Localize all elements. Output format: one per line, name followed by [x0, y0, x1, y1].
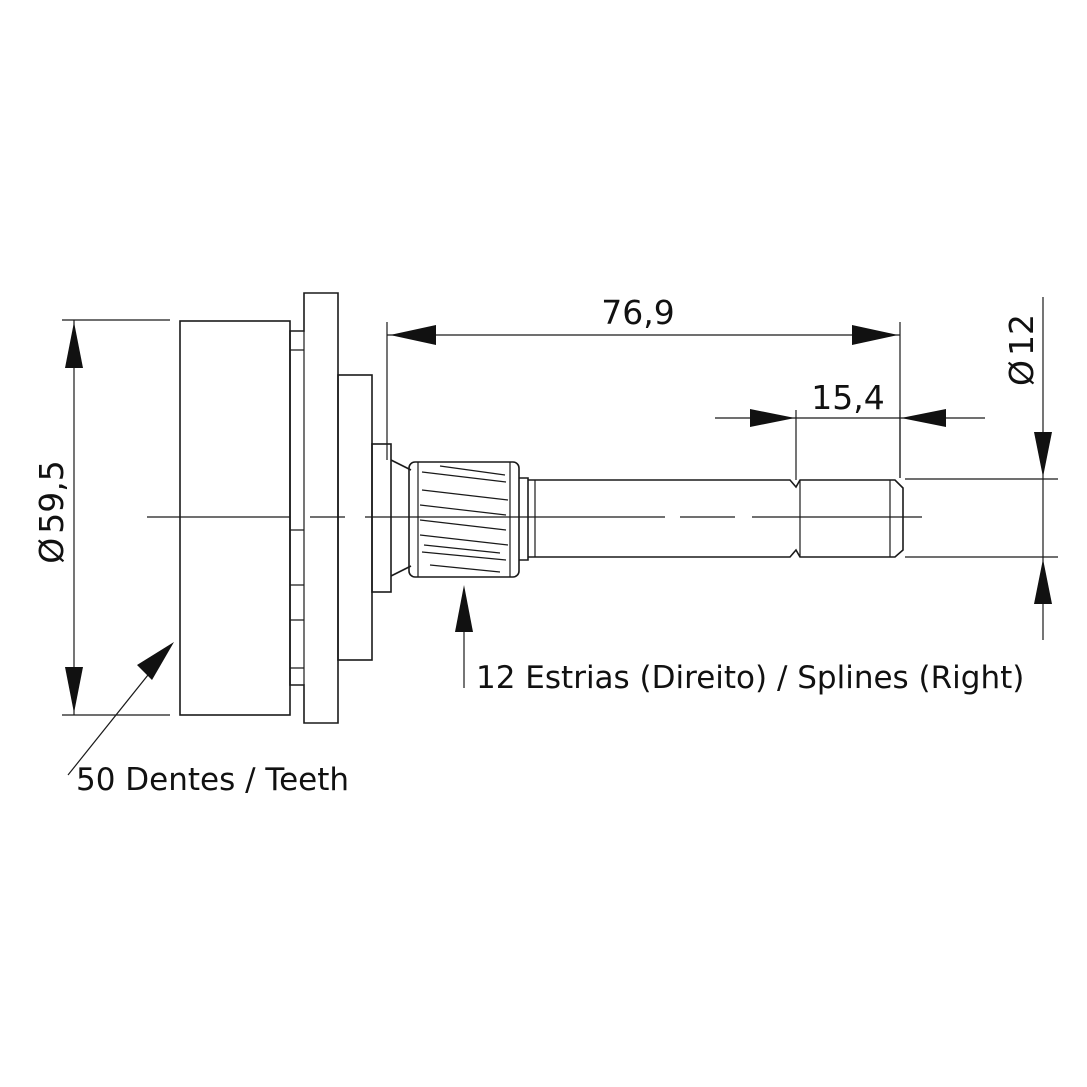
- shaft-diameter-value: Ø12: [1002, 314, 1041, 386]
- gear-diameter-value: Ø59,5: [32, 460, 71, 563]
- splines-label: 12 Estrias (Direito) / Splines (Right): [476, 660, 1024, 696]
- dimension-gear-diameter: [62, 319, 170, 716]
- dimension-shaft-diameter: [905, 297, 1058, 640]
- leader-teeth: [67, 642, 174, 776]
- end-length-value: 15,4: [811, 378, 884, 417]
- teeth-label: 50 Dentes / Teeth: [76, 762, 349, 798]
- overall-length-value: 76,9: [601, 293, 674, 332]
- leader-splines: [455, 585, 473, 688]
- shaft: [519, 477, 904, 561]
- spline-pinion: [408, 461, 520, 578]
- dimension-end-length: [715, 409, 985, 480]
- gear-body: [179, 292, 412, 724]
